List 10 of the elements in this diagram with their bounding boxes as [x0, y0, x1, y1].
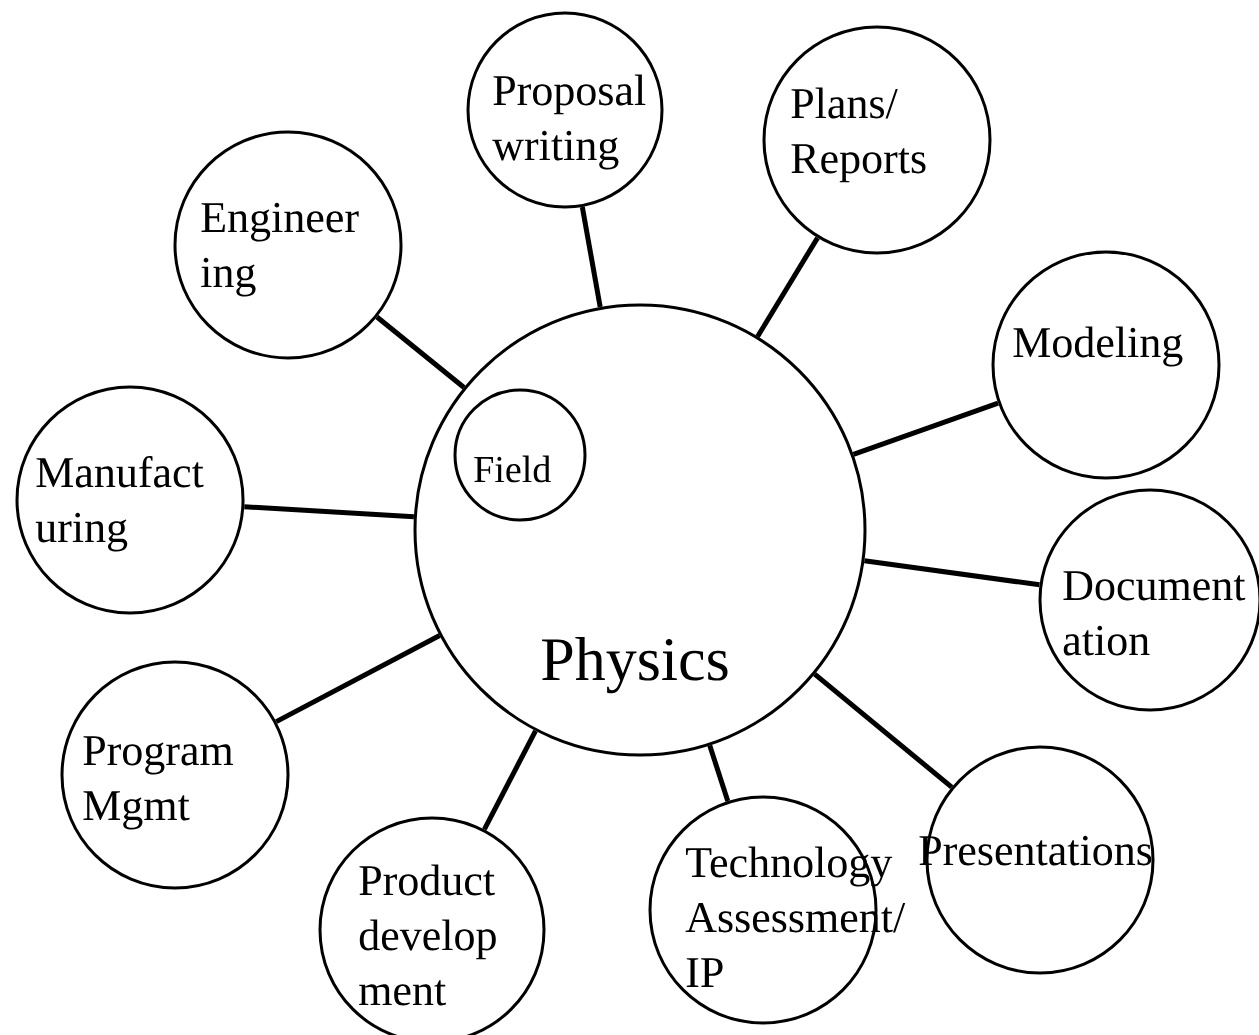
connector-line: [707, 744, 731, 802]
connector-line: [579, 206, 603, 308]
connector-line: [755, 236, 820, 338]
connector-line: [375, 315, 466, 390]
connector-line: [852, 400, 999, 457]
connector-line: [482, 729, 538, 831]
connector-line: [244, 504, 415, 520]
connector-line: [864, 558, 1040, 588]
connector-line: [275, 633, 441, 724]
connector-line: [813, 672, 954, 790]
